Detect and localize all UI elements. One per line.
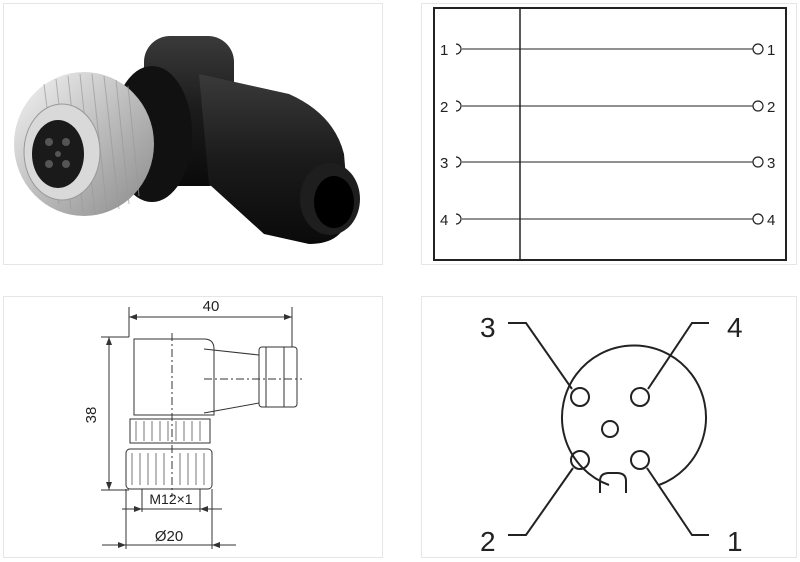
leader-pin-3: [508, 322, 573, 390]
pin-4: [630, 387, 650, 407]
left-pin-label: 2: [440, 99, 448, 116]
dimension-drawing: 40 38 M12×1 Ø20: [83, 298, 302, 549]
arm-outline: [203, 348, 260, 414]
pin-1: [630, 450, 650, 470]
dimension-thread-label: M12×1: [149, 491, 192, 507]
coding-key: [599, 472, 627, 493]
coupling-nut-outline: [125, 448, 213, 490]
left-pin-label: 1: [440, 42, 448, 59]
pin-3-label: 3: [480, 312, 496, 343]
gland-outline: [258, 346, 298, 408]
right-pin-label: 2: [767, 99, 775, 116]
pin-layout-diagram: 3 4 2 1: [480, 312, 743, 557]
knurl-ring-outline: [129, 418, 211, 444]
connector-outline: [561, 344, 707, 486]
gland-opening: [314, 176, 354, 228]
leader-pin-4: [647, 322, 709, 390]
right-pin-label: 1: [767, 42, 775, 59]
body-outline: [133, 338, 215, 416]
leader-pin-1: [646, 467, 709, 536]
female-contact-symbol: [455, 213, 462, 225]
pin-4-label: 4: [727, 312, 743, 343]
connector-photo-illustration: [14, 36, 360, 244]
pin-2-label: 2: [480, 526, 496, 557]
female-contact-symbol: [455, 43, 462, 55]
terminal-symbol: [752, 156, 764, 168]
wiring-frame: [433, 7, 787, 261]
female-contact-symbol: [455, 100, 462, 112]
pin-3: [570, 387, 590, 407]
left-pin-label: 4: [440, 212, 448, 229]
leader-pin-2: [508, 467, 574, 536]
pin-1-label: 1: [727, 526, 743, 557]
female-contact-symbol: [455, 156, 462, 168]
terminal-symbol: [752, 100, 764, 112]
terminal-symbol: [752, 213, 764, 225]
left-pin-label: 3: [440, 155, 448, 172]
pin-layout-panel: 3 4 2 1: [421, 296, 797, 558]
dimension-drawing-panel: 40 38 M12×1 Ø20: [3, 296, 383, 558]
dimension-height-label: 38: [83, 407, 100, 424]
dimension-length-label: 40: [203, 298, 220, 315]
right-pin-label: 4: [767, 212, 775, 229]
dimension-diameter-label: Ø20: [155, 528, 183, 545]
terminal-symbol: [752, 43, 764, 55]
right-pin-label: 3: [767, 155, 775, 172]
pin-center: [601, 420, 619, 438]
pin-2: [570, 450, 590, 470]
product-photo-panel: [3, 3, 383, 265]
